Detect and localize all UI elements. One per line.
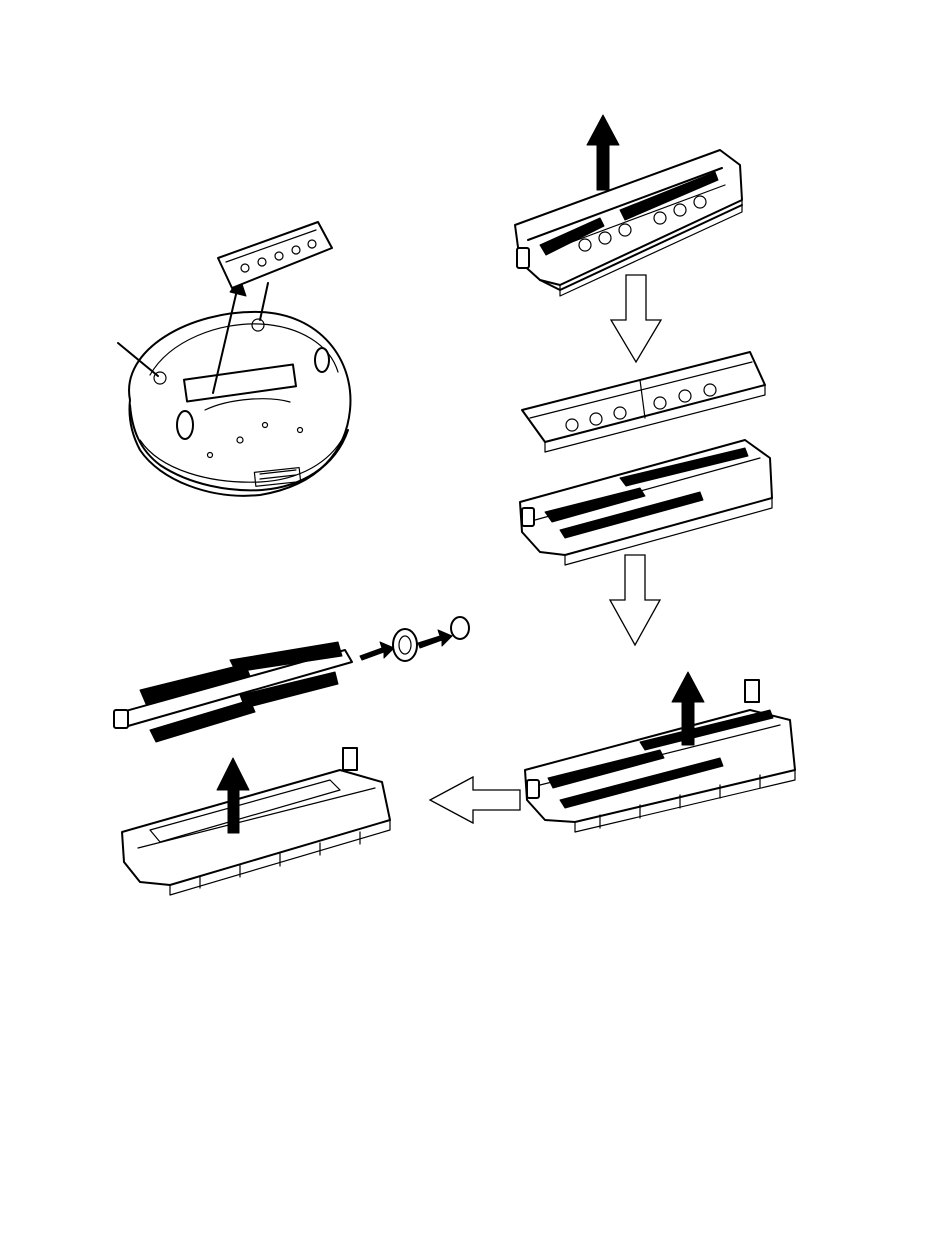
flow-down-arrow-icon (611, 275, 661, 362)
brush-housing-with-cover-icon (515, 115, 742, 296)
flow-down-arrow-icon (610, 555, 660, 645)
solid-up-arrow-icon (587, 115, 619, 190)
flow-left-arrow-icon (430, 777, 520, 823)
roller-brush-with-caps-icon (114, 617, 469, 742)
brush-housing-empty-icon (122, 748, 390, 895)
brush-housing-with-roller-icon (525, 672, 795, 832)
robot-vacuum-underside-icon (118, 222, 350, 496)
brush-cover-exploded-icon (520, 352, 772, 565)
